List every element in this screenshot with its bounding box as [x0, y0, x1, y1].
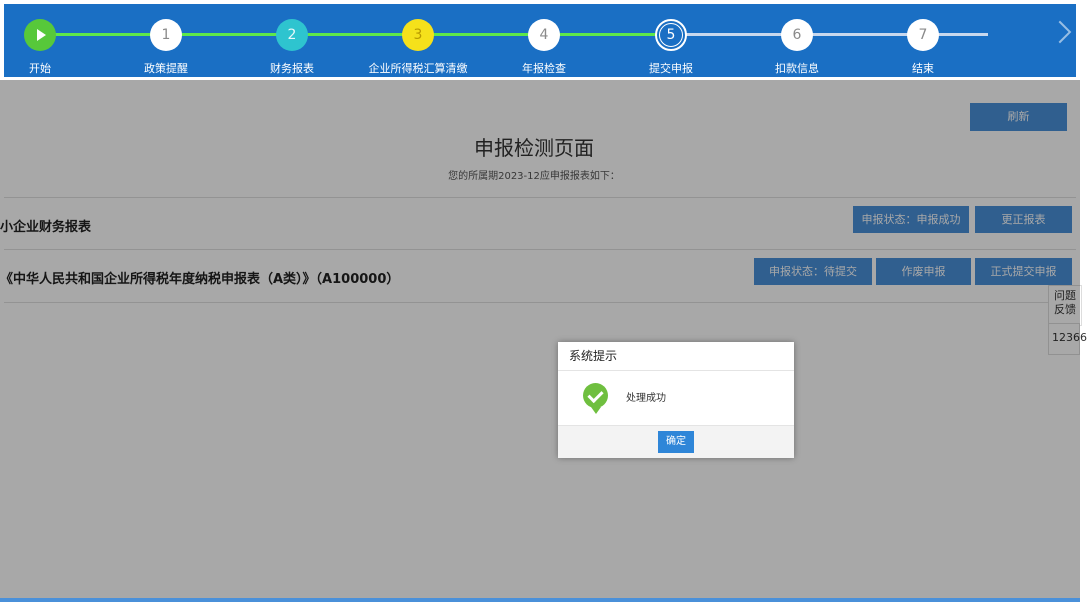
chevron-right-icon[interactable]	[1048, 20, 1072, 44]
step-7[interactable]: 7	[907, 19, 939, 51]
progress-track-completed	[40, 33, 672, 36]
correct-report-button[interactable]: 更正报表	[975, 206, 1072, 233]
dialog-footer: 确定	[558, 425, 794, 458]
step-2[interactable]: 2	[276, 19, 308, 51]
formal-submit-button[interactable]: 正式提交申报	[975, 258, 1072, 285]
step-label-1: 政策提醒	[144, 62, 188, 75]
bottom-strip	[0, 598, 1080, 602]
main-content: 刷新 申报检测页面 您的所属期2023-12应申报报表如下： 小企业财务报表 申…	[0, 80, 1076, 602]
step-progress-bar: 开始 1 政策提醒 2 财务报表 3 企业所得税汇算清缴 4 年报检查 5 提交…	[4, 4, 1076, 77]
modal-overlay	[0, 80, 1080, 602]
step-label-7: 结束	[912, 62, 934, 75]
step-start[interactable]	[24, 19, 56, 51]
step-5-current[interactable]: 5	[655, 19, 687, 51]
dialog-message: 处理成功	[626, 393, 666, 404]
status-badge[interactable]: 申报状态：待提交	[754, 258, 872, 285]
feedback-button[interactable]: 问题反馈	[1048, 285, 1082, 326]
refresh-button[interactable]: 刷新	[970, 103, 1067, 131]
report-row: 小企业财务报表 申报状态：申报成功 更正报表	[0, 197, 1076, 250]
step-label-6: 扣款信息	[775, 62, 819, 75]
step-label-4: 年报检查	[522, 62, 566, 75]
progress-track-remaining	[672, 33, 988, 36]
page-subtitle: 您的所属期2023-12应申报报表如下：	[448, 171, 620, 182]
confirm-button[interactable]: 确定	[658, 431, 694, 453]
step-6[interactable]: 6	[781, 19, 813, 51]
step-1[interactable]: 1	[150, 19, 182, 51]
step-label-start: 开始	[29, 62, 51, 75]
dialog-body: 处理成功	[558, 371, 794, 425]
hotline-number: 12366	[1048, 323, 1087, 355]
dialog-title: 系统提示	[558, 342, 794, 371]
step-label-3: 企业所得税汇算清缴	[368, 62, 468, 75]
system-prompt-dialog: 系统提示 处理成功 确定	[558, 342, 794, 458]
step-4[interactable]: 4	[528, 19, 560, 51]
status-badge[interactable]: 申报状态：申报成功	[853, 206, 969, 233]
step-label-5: 提交申报	[649, 62, 693, 75]
report-name: 小企业财务报表	[0, 220, 92, 235]
page-title: 申报检测页面	[474, 136, 594, 160]
step-3[interactable]: 3	[402, 19, 434, 51]
report-row: 《中华人民共和国企业所得税年度纳税申报表（A类）》（A100000） 申报状态：…	[0, 249, 1076, 303]
void-declaration-button[interactable]: 作废申报	[876, 258, 971, 285]
report-name: 《中华人民共和国企业所得税年度纳税申报表（A类）》（A100000）	[0, 272, 400, 287]
success-check-icon	[583, 383, 608, 414]
play-icon	[37, 29, 46, 41]
step-label-2: 财务报表	[270, 62, 314, 75]
